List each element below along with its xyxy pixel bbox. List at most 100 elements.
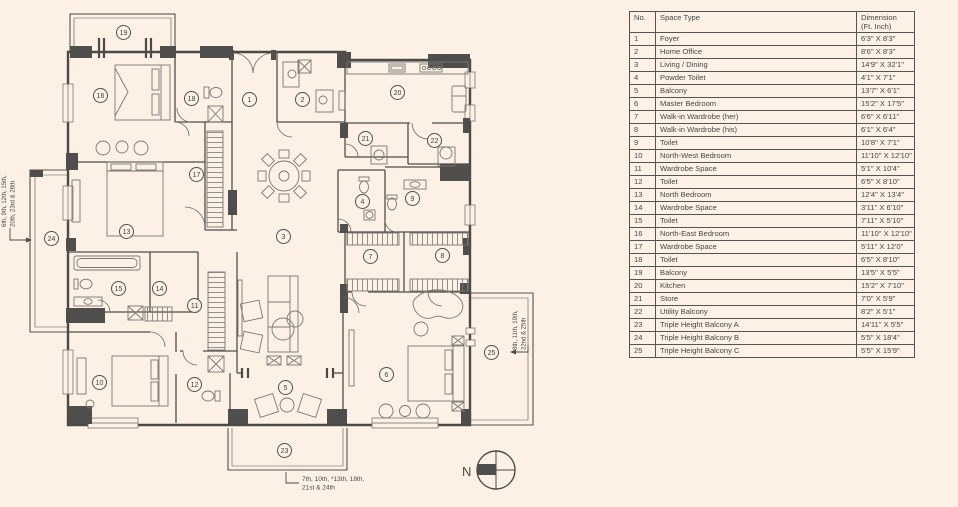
room-marker-12: 12 xyxy=(187,377,202,392)
bed-icon xyxy=(407,335,465,412)
room-marker-25: 25 xyxy=(484,345,499,360)
table-cell-no: 18 xyxy=(629,253,656,268)
table-cell-space: Triple Height Balcony C xyxy=(655,344,857,359)
table-cell-no: 22 xyxy=(629,305,656,320)
table-cell-no: 10 xyxy=(629,149,656,164)
room-marker-5: 5 xyxy=(278,380,293,395)
table-cell-space: Balcony xyxy=(655,266,857,281)
table-cell-no: 11 xyxy=(629,162,656,177)
table-cell-space: Wardrobe Space xyxy=(655,162,857,177)
table-cell-space: Triple Height Balcony B xyxy=(655,331,857,346)
table-cell-no: 5 xyxy=(629,84,656,99)
header-space-type: Space Type xyxy=(655,10,857,34)
table-cell-space: Wardrobe Space xyxy=(655,201,857,216)
room-marker-4: 4 xyxy=(355,194,370,209)
table-cell-space: Triple Height Balcony A xyxy=(655,318,857,333)
room-marker-13: 13 xyxy=(119,224,134,239)
table-cell-dim: 6'6" X 6'11" xyxy=(856,110,915,125)
door-arcs xyxy=(97,52,443,366)
table-cell-no: 2 xyxy=(629,45,656,60)
table-cell-dim: 4'1" X 7'1" xyxy=(856,71,915,86)
table-cell-no: 19 xyxy=(629,266,656,281)
table-cell-dim: 15'2" X 7'10" xyxy=(856,279,915,294)
table-cell-dim: 6'5" X 8'10" xyxy=(856,175,915,190)
table-cell-no: 3 xyxy=(629,58,656,73)
toilet-icon xyxy=(203,86,224,123)
table-cell-no: 20 xyxy=(629,279,656,294)
room-marker-21: 21 xyxy=(358,131,373,146)
bed-icon xyxy=(114,64,171,121)
table-cell-dim: 6'1" X 6'4" xyxy=(856,123,915,138)
table-cell-dim: 13'7" X 6'1" xyxy=(856,84,915,99)
furniture xyxy=(71,59,469,419)
wall-fills xyxy=(30,46,470,424)
table-cell-space: Living / Dining xyxy=(655,58,857,73)
room-marker-7: 7 xyxy=(363,249,378,264)
table-cell-dim: 5'5" X 15'9" xyxy=(856,344,915,359)
table-cell-dim: 13'5" X 5'5" xyxy=(856,266,915,281)
table-cell-space: North Bedroom xyxy=(655,188,857,203)
door-jambs xyxy=(97,38,335,378)
sofa-icon xyxy=(267,275,299,353)
table-cell-dim: 8'6" X 8'3" xyxy=(856,45,915,60)
room-marker-8: 8 xyxy=(435,248,450,263)
floor-plan: 6th, 9th, 12th, 15th, 20th, 23rd & 26th … xyxy=(2,13,534,492)
table-cell-dim: 14'9" X 32'1" xyxy=(856,58,915,73)
table-cell-no: 15 xyxy=(629,214,656,229)
table-cell-space: Toilet xyxy=(655,136,857,151)
table-cell-space: Toilet xyxy=(655,253,857,268)
room-marker-10: 10 xyxy=(92,375,107,390)
room-marker-9: 9 xyxy=(405,191,420,206)
table-cell-no: 24 xyxy=(629,331,656,346)
table-cell-space: Balcony xyxy=(655,84,857,99)
table-cell-space: North-West Bedroom xyxy=(655,149,857,164)
table-cell-no: 9 xyxy=(629,136,656,151)
table-cell-space: Toilet xyxy=(655,175,857,190)
table-cell-no: 1 xyxy=(629,32,656,47)
table-cell-no: 4 xyxy=(629,71,656,86)
leader-lines xyxy=(9,228,529,484)
table-cell-dim: 8'2" X 5'1" xyxy=(856,305,915,320)
room-marker-16: 16 xyxy=(93,88,108,103)
table-cell-dim: 10'8" X 7'1" xyxy=(856,136,915,151)
wardrobe-icon xyxy=(144,130,469,351)
table-cell-no: 6 xyxy=(629,97,656,112)
table-cell-space: Toilet xyxy=(655,214,857,229)
table-cell-no: 21 xyxy=(629,292,656,307)
chaise-icon xyxy=(412,289,464,337)
table-cell-dim: 6'5" X 8'10" xyxy=(856,253,915,268)
table-cell-no: 25 xyxy=(629,344,656,359)
table-cell-no: 23 xyxy=(629,318,656,333)
header-dimension: Dimension (Ft. Inch) xyxy=(856,10,915,34)
room-marker-19: 19 xyxy=(116,25,131,40)
table-cell-dim: 5'11" X 12'0" xyxy=(856,240,915,255)
toilet-icon xyxy=(201,355,225,402)
table-cell-dim: 7'11" X 5'10" xyxy=(856,214,915,229)
table-cell-dim: 12'4" X 13'4" xyxy=(856,188,915,203)
room-marker-15: 15 xyxy=(111,281,126,296)
table-cell-space: Utility Balcony xyxy=(655,305,857,320)
window-icon xyxy=(62,71,476,429)
